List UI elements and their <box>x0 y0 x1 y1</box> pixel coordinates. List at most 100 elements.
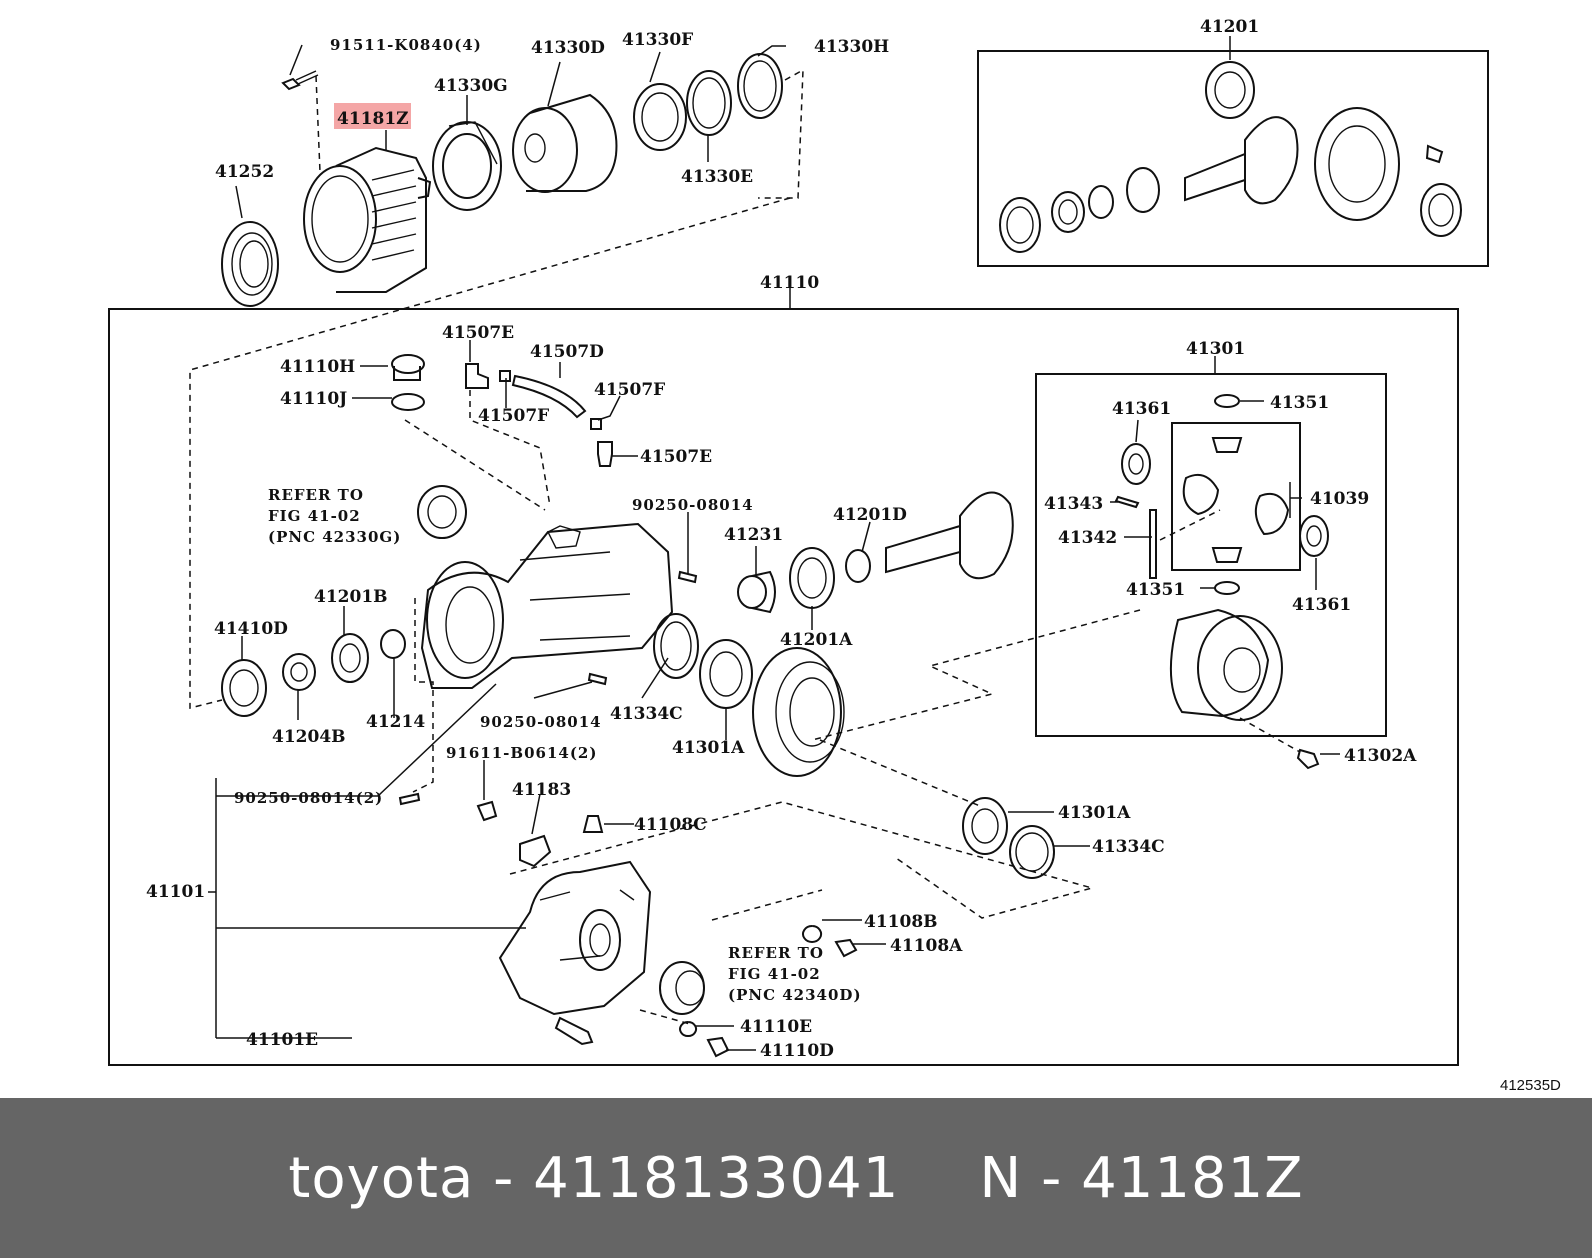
bolt-91511 <box>281 70 319 91</box>
spacer-41231 <box>737 570 776 614</box>
label-41201D: 41201D <box>833 505 907 525</box>
refer-note-2-line3: (PNC 42340D) <box>728 986 862 1004</box>
label-41351-top: 41351 <box>1270 393 1329 413</box>
highlight-41181Z <box>334 103 411 129</box>
housing-41181Z <box>303 146 432 293</box>
label-41231: 41231 <box>724 525 783 545</box>
label-41507E-top: 41507E <box>442 323 514 343</box>
label-41351-bottom: 41351 <box>1126 580 1185 600</box>
ring-41330E <box>686 70 732 136</box>
label-41183: 41183 <box>512 780 571 800</box>
footer-banner: toyota - 4118133041 N - 41181Z <box>0 1098 1592 1258</box>
ring-41334C-b <box>1009 825 1055 879</box>
differential-parts-41301 <box>1114 394 1329 721</box>
hose-41507D <box>511 374 587 419</box>
nut-41204B <box>282 653 316 691</box>
clamp-41507F <box>499 370 602 430</box>
differential-carrier-case <box>420 522 674 689</box>
leader-lines <box>235 36 1340 1051</box>
label-41101E: 41101E <box>246 1030 318 1050</box>
bearing-41201A-a <box>789 547 835 609</box>
label-41301A-a: 41301A <box>672 738 745 758</box>
gasket-41110J <box>391 393 425 411</box>
ring-41334C-a <box>653 613 699 679</box>
breather-41507E <box>465 363 489 389</box>
label-41110D: 41110D <box>760 1041 834 1061</box>
label-41334C-b: 41334C <box>1092 837 1165 857</box>
label-41108B: 41108B <box>864 912 938 932</box>
label-41330E: 41330E <box>681 167 753 187</box>
label-41334C-a: 41334C <box>610 704 683 724</box>
label-41301A-b: 41301A <box>1058 803 1131 823</box>
pinion-gear <box>885 491 1014 580</box>
assembly-41039-frame <box>1171 422 1301 571</box>
refer-note-1-line2: FIG 41-02 <box>268 507 361 525</box>
plug-41108A <box>834 938 858 958</box>
label-41214: 41214 <box>366 712 425 732</box>
bearing-41201B <box>331 633 369 683</box>
guide-ring-gear <box>819 739 981 807</box>
assembly-41301-frame <box>1035 373 1387 737</box>
plug-41110H <box>391 354 425 381</box>
label-41201A-a: 41201A <box>780 630 853 650</box>
label-41252: 41252 <box>215 162 274 182</box>
label-90250-b: 90250-08014 <box>480 713 602 731</box>
label-41330H: 41330H <box>814 37 889 57</box>
bolt-41101E <box>554 1016 594 1046</box>
seal-41252 <box>221 221 279 307</box>
union-41507E <box>597 441 613 467</box>
label-41342: 41342 <box>1058 528 1117 548</box>
label-41181Z: 41181Z <box>337 109 409 129</box>
label-41330D: 41330D <box>531 38 605 58</box>
label-90250-a: 90250-08014 <box>632 496 754 514</box>
seal-refer-42340D <box>659 961 705 1015</box>
spacer-41214 <box>380 629 406 659</box>
label-41201: 41201 <box>1200 17 1259 37</box>
guide-plug <box>404 419 546 511</box>
guide-top-right <box>758 68 804 199</box>
refer-note-1-line1: REFER TO <box>268 486 364 504</box>
ring-41201D <box>845 549 871 583</box>
label-91511: 91511-K0840(4) <box>330 36 482 54</box>
gasket-41183 <box>519 834 552 868</box>
label-41204B: 41204B <box>272 727 346 747</box>
label-41361-top: 41361 <box>1112 399 1171 419</box>
guide-breather <box>469 390 551 507</box>
seal-41410D <box>221 659 267 717</box>
label-41507F-right: 41507F <box>594 380 665 400</box>
pinion-assembly-41201 <box>999 61 1462 253</box>
plug-41108C <box>582 815 604 833</box>
bearing-41301A-a <box>699 639 753 709</box>
guide-to-case <box>189 197 791 709</box>
pin-90250-b <box>587 672 608 686</box>
refer-note-2-line1: REFER TO <box>728 944 824 962</box>
label-41361-bottom: 41361 <box>1292 595 1351 615</box>
label-41507F-left: 41507F <box>478 406 549 426</box>
plug-41110D <box>706 1036 730 1058</box>
label-41110H: 41110H <box>280 357 355 377</box>
label-41343: 41343 <box>1044 494 1103 514</box>
label-41108A: 41108A <box>890 936 963 956</box>
label-41330G: 41330G <box>434 76 508 96</box>
footer-pnc: N - 41181Z <box>979 1145 1304 1211</box>
guide-cover <box>509 801 1095 919</box>
bracket-41101 <box>208 778 526 1039</box>
label-41101: 41101 <box>146 882 205 902</box>
assembly-41201-frame <box>977 50 1489 267</box>
label-41039: 41039 <box>1310 489 1369 509</box>
pin-90250-a <box>677 570 698 584</box>
label-41108C: 41108C <box>634 815 707 835</box>
bolt-41302A <box>1296 748 1320 770</box>
bearing-41330G <box>432 121 502 211</box>
label-41302A: 41302A <box>1344 746 1417 766</box>
ring-41330H <box>737 53 783 119</box>
rear-cover-41101 <box>498 860 652 1016</box>
diagram-code: 412535D <box>1500 1077 1561 1094</box>
gasket-41110E <box>679 1021 697 1037</box>
label-41507D: 41507D <box>530 342 604 362</box>
parts-diagram: 91511-K0840(4) 41181Z 41330D 41330F 4133… <box>108 17 1561 1094</box>
refer-note-2-line2: FIG 41-02 <box>728 965 821 983</box>
gasket-41108B <box>802 925 823 943</box>
sleeve-41330D <box>512 93 618 193</box>
label-41110: 41110 <box>760 273 819 293</box>
